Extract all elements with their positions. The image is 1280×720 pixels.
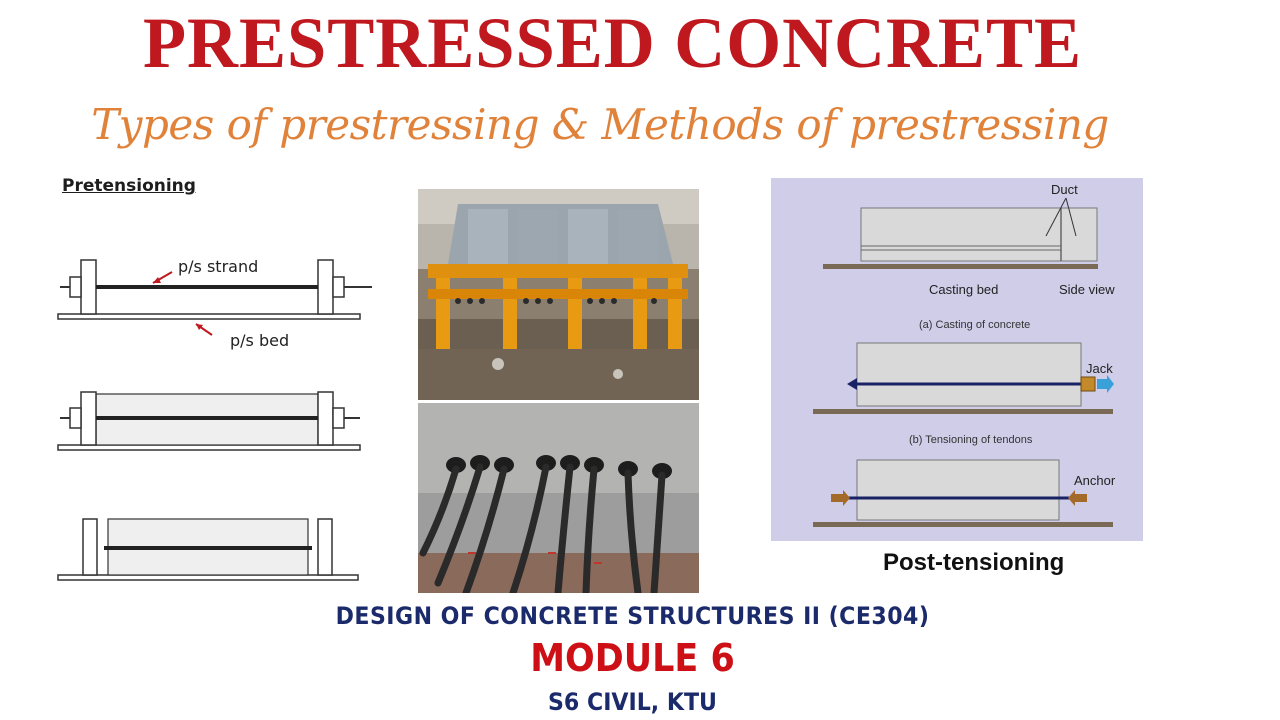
casting-bed-label: Casting bed (929, 282, 998, 297)
course-title: DESIGN OF CONCRETE STRUCTURES II (CE304) (335, 602, 930, 630)
module-title: MODULE 6 (530, 636, 735, 680)
pretensioning-diagram: p/s strand p/s bed (57, 257, 372, 581)
strand-label: p/s strand (178, 257, 258, 276)
post-tensioning-diagram: Duct Casting bed Side view (a) Casting o… (771, 178, 1143, 576)
post-tensioning-ducts-photo (418, 403, 699, 593)
anchor-label: Anchor (1074, 473, 1116, 488)
college-label: S6 CIVIL, KTU (548, 688, 717, 716)
post-tensioning-heading: Post-tensioning (883, 549, 1064, 576)
pretensioning-heading: Pretensioning (62, 176, 196, 196)
page-title: PRESTRESSED CONCRETE (142, 3, 1083, 83)
post-stage-c: Anchor (813, 459, 1116, 527)
pretension-stage-1: p/s strand p/s bed (57, 257, 372, 350)
pretension-stage-2 (57, 391, 361, 451)
pretension-stage-3 (57, 518, 359, 581)
post-stage-a: Duct Casting bed Side view (a) Casting o… (823, 182, 1115, 331)
caption-tensioning: (b) Tensioning of tendons (909, 434, 1033, 446)
caption-casting: (a) Casting of concrete (919, 319, 1030, 331)
jack-label: Jack (1086, 361, 1113, 376)
duct-label: Duct (1051, 182, 1078, 197)
pretensioning-bed-photo (418, 189, 699, 400)
post-stage-b: Jack (b) Tensioning of tendons (813, 342, 1114, 446)
side-view-label: Side view (1059, 282, 1115, 297)
page-subtitle: Types of prestressing & Methods of prest… (91, 100, 1109, 149)
bed-label: p/s bed (230, 331, 289, 350)
